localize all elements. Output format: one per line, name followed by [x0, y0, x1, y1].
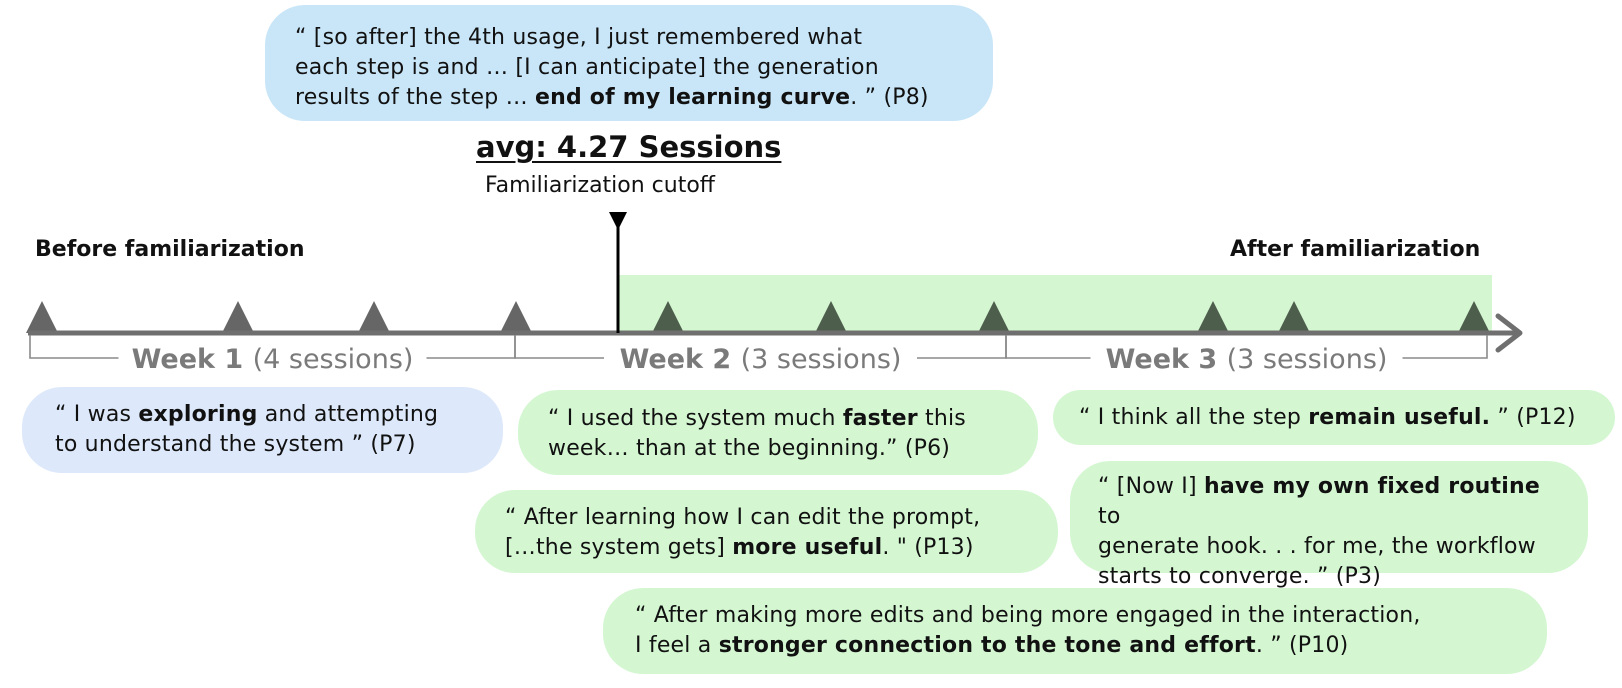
week-label: Week 2 (3 sessions)	[620, 344, 902, 375]
week-label: Week 3 (3 sessions)	[1106, 344, 1388, 375]
session-marker	[500, 301, 532, 333]
quote-line: I feel a stronger connection to the tone…	[635, 631, 1517, 661]
familiarization-cutoff-label: Familiarization cutoff	[485, 173, 715, 198]
quote-segment: and attempting	[257, 402, 439, 427]
week-bracket-line	[426, 335, 516, 359]
before-familiarization-label: Before familiarization	[35, 237, 305, 262]
week-sessions: (4 sessions)	[253, 344, 414, 375]
quote-segment: starts to converge. ” (P3)	[1098, 564, 1381, 589]
quote-emphasis: more useful	[732, 535, 883, 560]
week-bracket-line	[514, 335, 604, 359]
quote-line: “ After making more edits and being more…	[635, 601, 1517, 631]
quote-line: […the system gets] more useful. " (P13)	[505, 533, 1028, 563]
session-marker	[652, 301, 684, 333]
quote-segment: “ After making more edits and being more…	[635, 603, 1421, 628]
quote-emphasis: have my own fixed routine	[1203, 474, 1540, 499]
quote-segment: […the system gets]	[505, 535, 733, 560]
week-label: Week 1 (4 sessions)	[132, 344, 414, 375]
quote-segment: “ [Now I]	[1098, 474, 1204, 499]
session-marker	[358, 301, 390, 333]
week-sessions: (3 sessions)	[741, 344, 902, 375]
quote-bubble-p8: “ [so after] the 4th usage, I just remem…	[265, 5, 993, 121]
quote-segment: . " (P13)	[882, 535, 974, 560]
quote-line: results of the step … end of my learning…	[295, 83, 963, 113]
quote-text: “ After learning how I can edit the prom…	[505, 503, 1028, 563]
session-marker	[1458, 301, 1490, 333]
week-sessions: (3 sessions)	[1227, 344, 1388, 375]
quote-segment: . ” (P10)	[1255, 633, 1349, 658]
week-bracket-line	[917, 335, 1007, 359]
cutoff-pointer-icon	[609, 212, 627, 230]
quote-emphasis: exploring	[138, 402, 258, 427]
session-markers	[26, 301, 1490, 333]
after-familiarization-label: After familiarization	[1230, 237, 1481, 262]
quote-line: starts to converge. ” (P3)	[1098, 562, 1568, 592]
quote-segment: this	[917, 406, 966, 431]
session-marker	[26, 301, 58, 333]
quote-emphasis: end of my learning curve	[534, 85, 851, 110]
week-name: Week 2	[620, 344, 741, 375]
week-bracket-line	[29, 335, 119, 359]
quote-segment: results of the step …	[295, 85, 535, 110]
quote-line: generate hook. . . for me, the workflow	[1098, 532, 1568, 562]
week-bracket-line	[1402, 335, 1488, 359]
average-sessions-label: avg: 4.27 Sessions	[476, 130, 782, 164]
quote-text: “ [so after] the 4th usage, I just remem…	[295, 23, 963, 113]
quote-text: “ I think all the step remain useful. ” …	[1079, 403, 1595, 433]
quote-line: “ [Now I] have my own fixed routine to	[1098, 472, 1568, 532]
quote-segment: “ [so after] the 4th usage, I just remem…	[295, 25, 863, 50]
quote-segment: generate hook. . . for me, the workflow	[1098, 534, 1536, 559]
quote-bubble-p10: “ After making more edits and being more…	[603, 588, 1547, 674]
week-bracket-line	[1005, 335, 1091, 359]
quote-segment: “ I think all the step	[1079, 405, 1309, 430]
quote-line: “ I think all the step remain useful. ” …	[1079, 403, 1595, 433]
quote-line: “ I was exploring and attempting	[55, 400, 473, 430]
quote-segment: . ” (P8)	[850, 85, 929, 110]
timeline-arrowhead	[1495, 313, 1523, 353]
quote-segment: “ After learning how I can edit the prom…	[505, 505, 981, 530]
quote-segment: to	[1098, 504, 1121, 529]
quote-segment: each step is and … [I can anticipate] th…	[295, 55, 879, 80]
quote-line: “ After learning how I can edit the prom…	[505, 503, 1028, 533]
session-marker	[815, 301, 847, 333]
quote-line: “ I used the system much faster this	[548, 404, 1008, 434]
session-marker	[1278, 301, 1310, 333]
quote-emphasis: faster	[842, 406, 918, 431]
session-marker	[978, 301, 1010, 333]
week-name: Week 1	[132, 344, 253, 375]
quote-emphasis: remain useful.	[1308, 405, 1491, 430]
quote-text: “ After making more edits and being more…	[635, 601, 1517, 661]
quote-segment: ” (P12)	[1490, 405, 1576, 430]
quote-segment: week… than at the beginning.” (P6)	[548, 436, 951, 461]
quote-segment: “ I was	[55, 402, 139, 427]
quote-segment: I feel a	[635, 633, 719, 658]
quote-line: to understand the system ” (P7)	[55, 430, 473, 460]
session-marker	[1197, 301, 1229, 333]
quote-bubble-p12: “ I think all the step remain useful. ” …	[1053, 390, 1615, 445]
quote-line: “ [so after] the 4th usage, I just remem…	[295, 23, 963, 53]
quote-segment: “ I used the system much	[548, 406, 843, 431]
week-brackets: Week 1 (4 sessions)Week 2 (3 sessions)We…	[29, 335, 1488, 375]
after-familiarization-region	[618, 275, 1492, 333]
week-name: Week 3	[1106, 344, 1227, 375]
quote-bubble-p13: “ After learning how I can edit the prom…	[475, 490, 1058, 573]
quote-line: each step is and … [I can anticipate] th…	[295, 53, 963, 83]
session-marker	[222, 301, 254, 333]
quote-emphasis: stronger connection to the tone and effo…	[718, 633, 1256, 658]
quote-segment: to understand the system ” (P7)	[55, 432, 416, 457]
quote-line: week… than at the beginning.” (P6)	[548, 434, 1008, 464]
timeline-diagram: Week 1 (4 sessions)Week 2 (3 sessions)We…	[26, 212, 1523, 375]
